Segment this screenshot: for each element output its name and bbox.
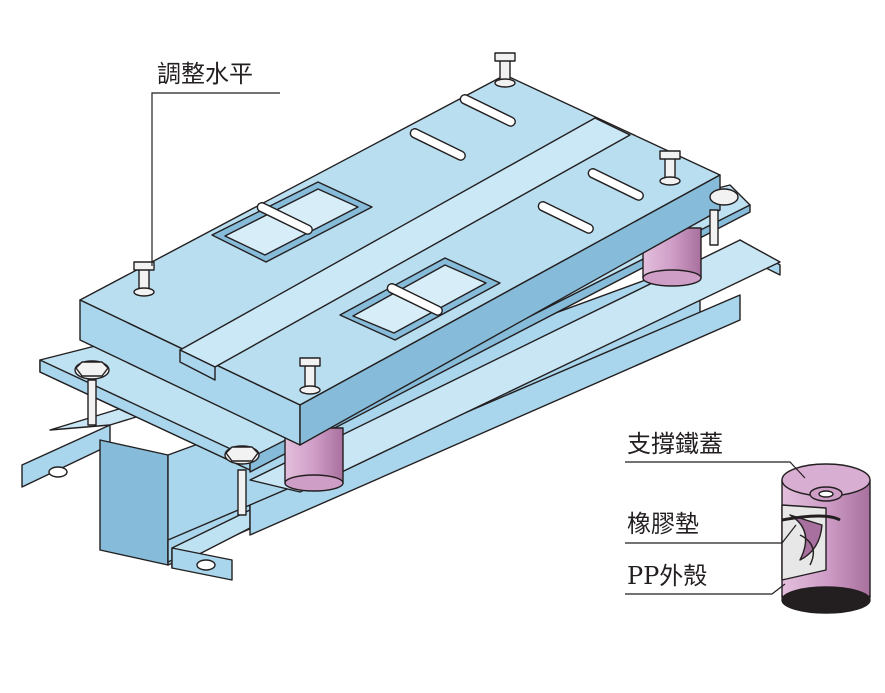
hex-bolt-icon: [224, 445, 260, 516]
label-pp-housing: PP外殼: [627, 562, 708, 590]
leveling-screw-icon: [494, 52, 516, 88]
hex-bolt-icon: [74, 360, 110, 426]
hex-bolt-icon: [709, 188, 739, 246]
vibration-isolator-icon: [781, 463, 871, 614]
label-leveling: 調整水平: [157, 60, 253, 88]
leveling-screw-icon: [659, 150, 681, 186]
bottom-rail-back: [249, 239, 781, 536]
leveling-leader-line: [151, 92, 280, 266]
top-motor-plate: [79, 74, 721, 446]
support-cover-leader-line: [625, 461, 806, 479]
rubber-pad-leader-line: [625, 524, 797, 544]
leveling-screw-icon: [299, 357, 321, 395]
leveling-screw-icon: [133, 261, 155, 297]
label-rubber-pad: 橡膠墊: [627, 510, 699, 538]
label-support-cover: 支撐鐵蓋: [627, 430, 723, 458]
pp-housing-leader-line: [625, 583, 786, 595]
